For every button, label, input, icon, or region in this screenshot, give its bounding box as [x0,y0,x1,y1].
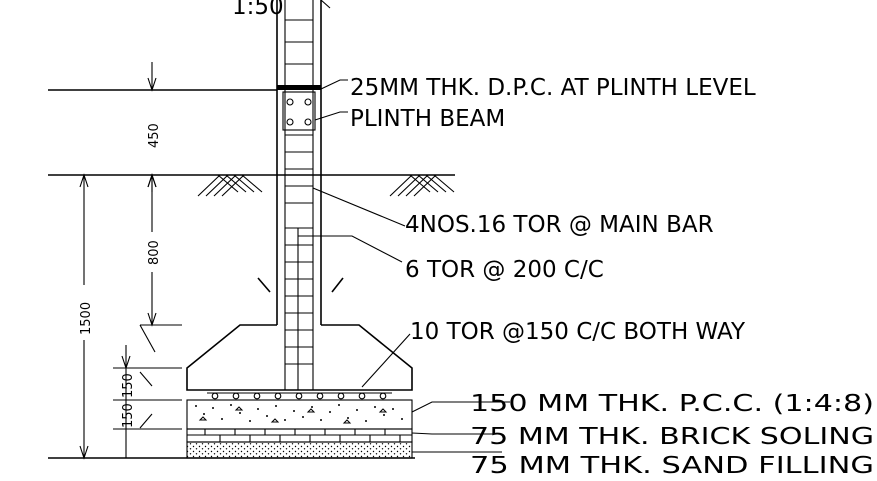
label-footing-bar: 10 TOR @150 C/C BOTH WAY [410,319,746,345]
dimension-label-footing: 150 [121,373,136,398]
label-pcc: 150 MM THK. P.C.C. (1:4:8) [470,391,874,417]
excavation-mark-right [331,277,344,293]
footing [186,324,413,400]
dimension-footing-layers [113,345,182,458]
ground-hatch-left [197,174,263,197]
dimension-label-pcc: 150 [121,403,136,428]
label-sand-filling: 75 MM THK. SAND FILLING [470,453,874,479]
dimension-label-450: 450 [147,123,162,148]
excavation-mark-left [257,277,271,293]
dimension-800 [139,173,182,353]
label-stirrup: 6 TOR @ 200 C/C [405,257,604,283]
dimension-1500 [79,173,89,460]
dimension-label-800: 800 [147,240,162,265]
ground-hatch-right [389,174,455,197]
column [276,0,331,390]
leader-lines [298,79,510,453]
label-main-bar: 4NOS.16 TOR @ MAIN BAR [405,212,714,238]
brick-soling-layer [186,428,413,443]
plinth-beam [282,91,316,131]
dpc-band [277,85,321,90]
sand-filling-layer [186,441,413,459]
dimension-label-1500: 1500 [79,302,94,335]
scale-label: 1:50 [232,0,284,20]
label-brick-soling: 75 MM THK. BRICK SOLING [470,424,874,450]
pcc-layer [186,399,413,430]
label-dpc: 25MM THK. D.P.C. AT PLINTH LEVEL [350,75,756,101]
label-plinth-beam: PLINTH BEAM [350,106,505,132]
